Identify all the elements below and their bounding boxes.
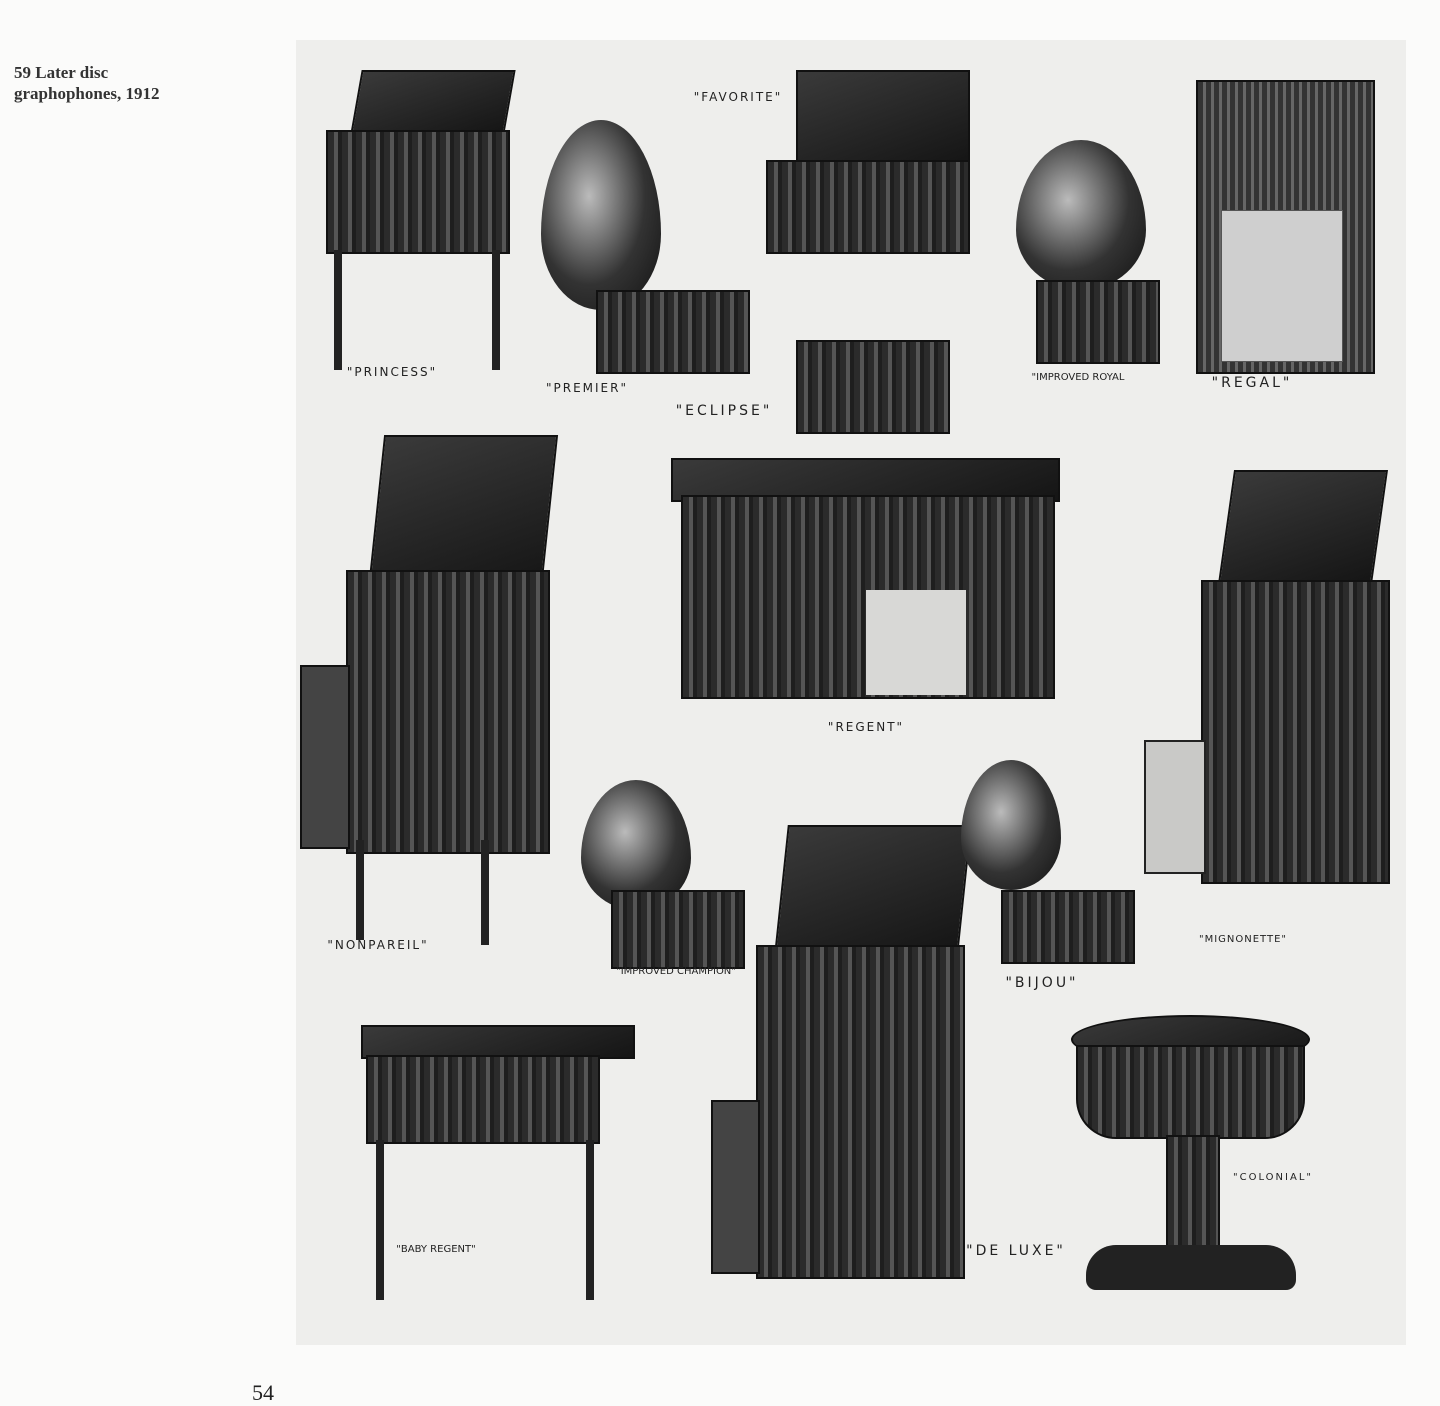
illustration-plate: "FAVORITE" "PRINCESS" "PREMIER" "ECLIPSE…: [296, 40, 1406, 1345]
favorite-lid: [796, 70, 970, 164]
leg: [492, 250, 500, 370]
label-princess: "PRINCESS": [346, 365, 438, 379]
caption-line-2: graphophones, 1912: [14, 84, 160, 103]
label-baby-regent: "BABY REGENT": [396, 1244, 476, 1255]
mignonette-door: [1144, 740, 1206, 874]
label-improved-royal: "IMPROVED ROYAL: [1031, 372, 1125, 383]
eclipse-box: [796, 340, 950, 434]
favorite-box: [766, 160, 970, 254]
label-nonpareil: "NONPAREIL": [327, 938, 429, 952]
figure-caption: 59 Later disc graphophones, 1912: [14, 62, 159, 104]
label-de-luxe: "DE LUXE": [966, 1243, 1066, 1259]
improved-royal-horn: [1016, 140, 1146, 290]
baby-regent-top: [361, 1025, 635, 1059]
improved-royal-box: [1036, 280, 1160, 364]
label-eclipse: "ECLIPSE": [675, 403, 773, 419]
mignonette-lid: [1217, 470, 1389, 584]
label-mignonette: "MIGNONETTE": [1198, 934, 1288, 945]
label-colonial: "COLONIAL": [1233, 1172, 1313, 1183]
label-regal: "REGAL": [1211, 375, 1293, 391]
de-luxe-lid: [774, 825, 972, 954]
regent-kneehole: [866, 590, 966, 695]
leg: [481, 840, 489, 945]
label-premier: "PREMIER": [545, 381, 629, 395]
improved-champion-box: [611, 890, 745, 969]
colonial-base: [1086, 1245, 1296, 1290]
caption-line-1: Later disc: [35, 63, 109, 82]
premier-box: [596, 290, 750, 374]
label-improved-champion: "IMPROVED CHAMPION": [616, 966, 736, 977]
leg: [334, 250, 342, 370]
princess-lid: [350, 70, 516, 134]
label-bijou: "BIJOU": [1005, 975, 1079, 991]
colonial-drum: [1076, 1045, 1305, 1139]
leg: [376, 1140, 384, 1300]
princess-cabinet: [326, 130, 510, 254]
label-regent: "REGENT": [827, 720, 905, 734]
mignonette-cabinet: [1201, 580, 1390, 884]
nonpareil-lid: [367, 435, 559, 589]
premier-horn: [541, 120, 661, 310]
improved-champion-horn: [581, 780, 691, 910]
baby-regent-table: [366, 1055, 600, 1144]
figure-number: 59: [14, 63, 31, 82]
colonial-pedestal: [1166, 1135, 1220, 1259]
bijou-box: [1001, 890, 1135, 964]
nonpareil-door: [300, 665, 350, 849]
regal-panel: [1221, 210, 1343, 362]
de-luxe-door: [711, 1100, 760, 1274]
leg: [586, 1140, 594, 1300]
de-luxe-cabinet: [756, 945, 965, 1279]
bijou-horn: [961, 760, 1061, 890]
regent-top: [671, 458, 1060, 502]
page-number: 54: [252, 1380, 274, 1405]
nonpareil-cabinet: [346, 570, 550, 854]
label-favorite: "FAVORITE": [693, 90, 783, 104]
leg: [356, 840, 364, 940]
